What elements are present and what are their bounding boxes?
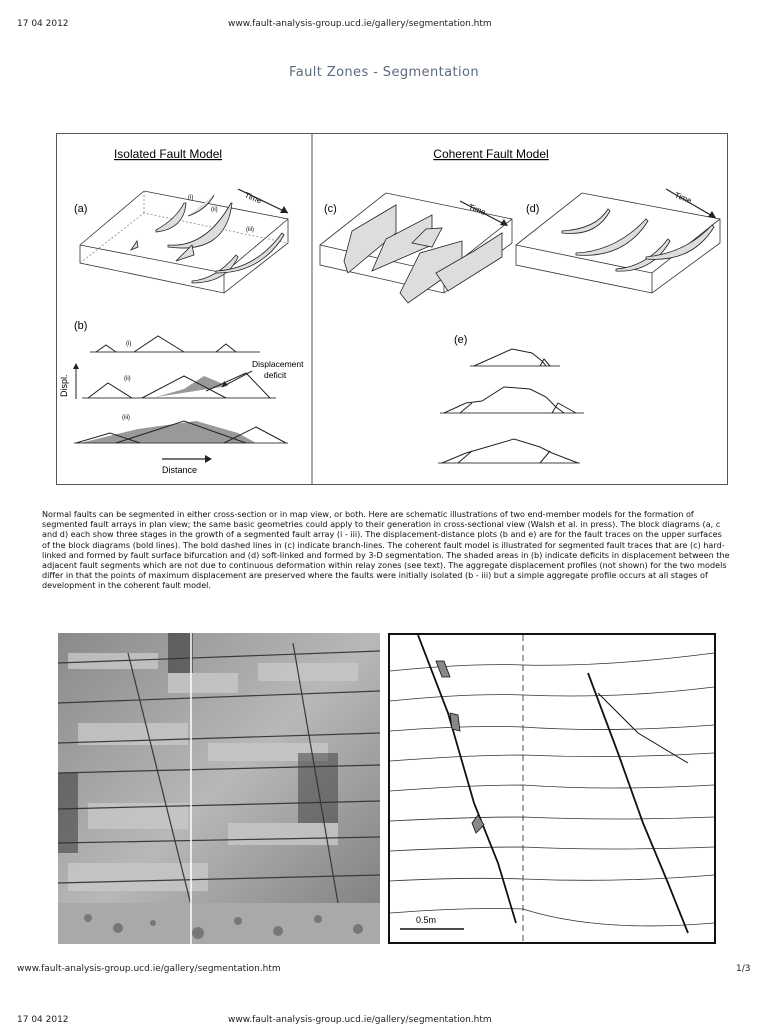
coherent-model-title: Coherent Fault Model <box>433 147 548 161</box>
fault-interpretation-sketch: 0.5m <box>388 633 716 944</box>
footer-url[interactable]: www.fault-analysis-group.ucd.ie/gallery/… <box>17 964 281 974</box>
scale-label: 0.5m <box>416 915 436 925</box>
label-a: (a) <box>74 203 87 215</box>
page-title: Fault Zones - Segmentation <box>0 65 768 80</box>
footer-page-number: 1/3 <box>736 964 750 974</box>
displ-axis-label: Displ. <box>59 374 69 397</box>
stage-ii-b: (ii) <box>124 376 131 382</box>
stage-iii-b: (iii) <box>122 415 130 421</box>
fault-models-figure: Isolated Fault Model Coherent Fault Mode… <box>56 133 728 485</box>
header-url[interactable]: www.fault-analysis-group.ucd.ie/gallery/… <box>228 19 492 29</box>
stage-i-a: (i) <box>188 195 193 201</box>
description-text: Normal faults can be segmented in either… <box>42 509 732 591</box>
label-b: (b) <box>74 320 87 332</box>
deficit-label-1: Displacement <box>252 359 304 369</box>
label-c: (c) <box>324 203 337 215</box>
stage-ii-a: (ii) <box>211 207 218 213</box>
distance-axis-label: Distance <box>162 465 197 475</box>
deficit-label-2: deficit <box>264 370 287 380</box>
label-d: (d) <box>526 203 539 215</box>
stage-iii-a: (iii) <box>246 227 254 233</box>
label-e: (e) <box>454 334 467 346</box>
stage-i-b: (i) <box>126 341 131 347</box>
header-date: 17 04 2012 <box>17 19 69 29</box>
outcrop-photo <box>58 633 380 944</box>
isolated-model-title: Isolated Fault Model <box>114 147 222 161</box>
